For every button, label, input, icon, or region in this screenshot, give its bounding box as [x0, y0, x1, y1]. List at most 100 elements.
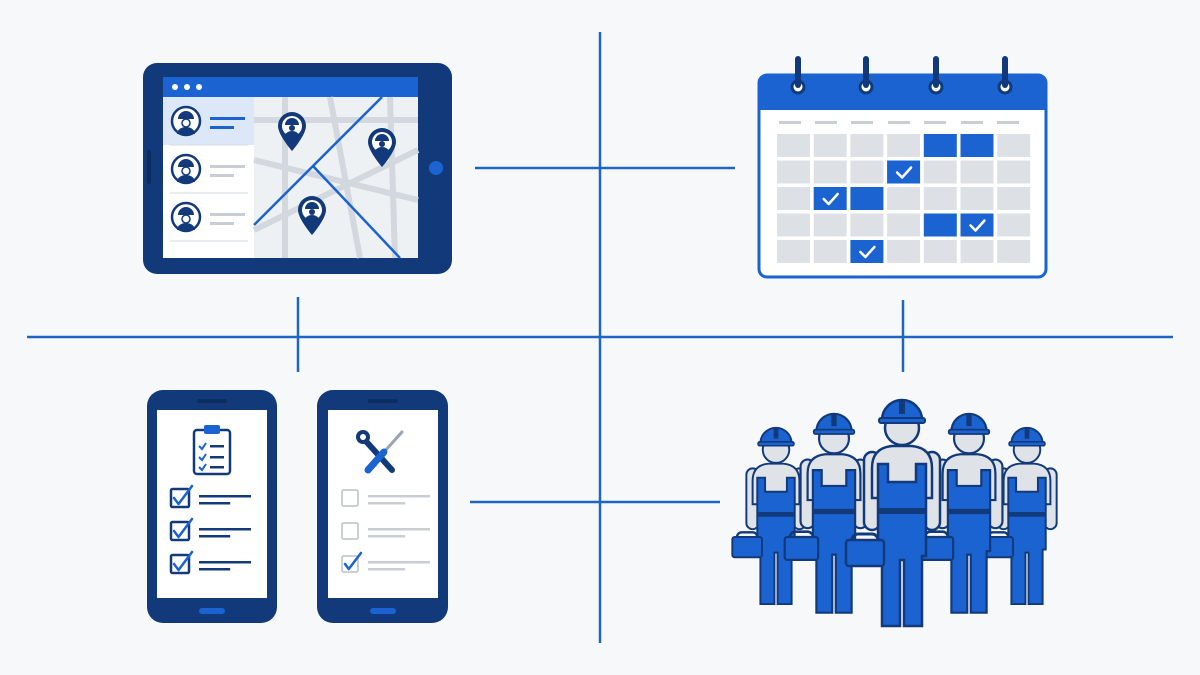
checkmark-icon — [172, 550, 194, 572]
calendar-day-cell — [850, 134, 884, 157]
calendar-day-cell — [997, 187, 1031, 210]
calendar-day-cell — [850, 240, 884, 263]
wrench-screwdriver-icon — [356, 430, 404, 474]
technician-location-pin-icon — [368, 128, 396, 167]
window-dot — [196, 84, 202, 90]
text-line — [199, 561, 251, 564]
calendar-day-cell — [813, 134, 847, 157]
calendar-day-cell — [887, 134, 921, 157]
toolbox-icon — [731, 536, 763, 559]
text-line — [368, 561, 430, 564]
calendar-grid — [777, 134, 1031, 263]
technician-list — [163, 97, 254, 242]
calendar-day-cell — [960, 187, 994, 210]
list-item — [170, 153, 245, 185]
checkmark-icon — [172, 517, 194, 539]
text-line — [199, 528, 251, 531]
checkmark-icon — [343, 551, 363, 571]
calendar-day-cell — [813, 187, 847, 210]
text-line — [199, 568, 231, 571]
worker-avatar-icon — [177, 111, 195, 134]
weekday-header — [779, 121, 1019, 124]
calendar-day-cell — [960, 134, 994, 157]
calendar-day-cell — [850, 213, 884, 237]
checkmark-icon — [172, 484, 194, 506]
text-line — [368, 495, 430, 498]
technician-figure — [731, 426, 807, 606]
calendar-icon — [757, 56, 1048, 279]
worker-avatar-icon — [177, 159, 195, 182]
text-line — [368, 502, 406, 505]
tablet-home-button — [429, 161, 443, 175]
checklist-item — [169, 484, 251, 509]
task-list — [341, 489, 430, 573]
calendar-day-cell — [777, 160, 810, 184]
checkbox — [341, 489, 359, 507]
calendar-day-cell — [887, 240, 921, 263]
checklist-item — [341, 551, 430, 573]
text-line — [368, 528, 430, 531]
checklist-item — [169, 517, 251, 542]
connector-lines — [27, 32, 1173, 643]
calendar-day-cell — [887, 187, 921, 210]
checkbox — [341, 522, 359, 540]
map-icon — [252, 96, 420, 259]
calendar-day-cell — [813, 213, 847, 237]
checkbox — [169, 487, 191, 509]
calendar-day-cell — [887, 213, 921, 237]
window-dot — [184, 84, 190, 90]
checkbox — [341, 555, 359, 573]
tablet-icon — [143, 63, 452, 274]
technician-figure — [982, 426, 1058, 606]
calendar-day-cell — [997, 134, 1031, 157]
smartphone-checklist-icon — [147, 390, 277, 623]
calendar-day-cell — [997, 160, 1031, 184]
checkbox — [169, 520, 191, 542]
checklist-item — [341, 489, 430, 507]
checklist — [169, 484, 251, 575]
calendar-day-cell — [923, 160, 957, 184]
list-item — [170, 105, 245, 137]
calendar-day-cell — [777, 213, 810, 237]
technician-team-icon — [731, 398, 1058, 628]
calendar-day-cell — [813, 160, 847, 184]
worker-avatar-icon — [177, 207, 195, 230]
checkmark-icon — [895, 166, 913, 179]
text-line — [199, 495, 251, 498]
toolbox-icon — [844, 538, 886, 568]
text-line — [199, 502, 231, 505]
calendar-day-cell — [997, 213, 1031, 237]
checklist-item — [169, 550, 251, 575]
calendar-day-cell — [960, 213, 994, 237]
technician-figure — [844, 398, 942, 628]
calendar-day-cell — [923, 134, 957, 157]
calendar-day-cell — [923, 187, 957, 210]
technician-figure — [918, 412, 1004, 614]
clipboard-icon — [192, 425, 232, 476]
technician-location-pin-icon — [278, 112, 306, 151]
list-item — [170, 201, 245, 233]
checkmark-icon — [969, 219, 986, 232]
window-dot — [172, 84, 178, 90]
calendar-day-cell — [997, 240, 1031, 263]
checkmark-icon — [859, 245, 876, 259]
toolbox-icon — [783, 535, 820, 561]
tablet-title-bar — [163, 77, 418, 97]
calendar-day-cell — [777, 134, 810, 157]
checkmark-icon — [822, 192, 839, 206]
technician-location-pin-icon — [298, 196, 326, 235]
checkbox — [169, 553, 191, 575]
text-line — [199, 535, 231, 538]
calendar-day-cell — [850, 187, 884, 210]
calendar-day-cell — [777, 187, 810, 210]
calendar-day-cell — [923, 213, 957, 237]
calendar-day-cell — [960, 240, 994, 263]
technician-figure — [783, 412, 869, 614]
calendar-day-cell — [923, 240, 957, 263]
text-line — [368, 568, 406, 571]
smartphone-tools-icon — [317, 390, 448, 623]
calendar-day-cell — [850, 160, 884, 184]
text-line — [368, 535, 406, 538]
calendar-day-cell — [960, 160, 994, 184]
